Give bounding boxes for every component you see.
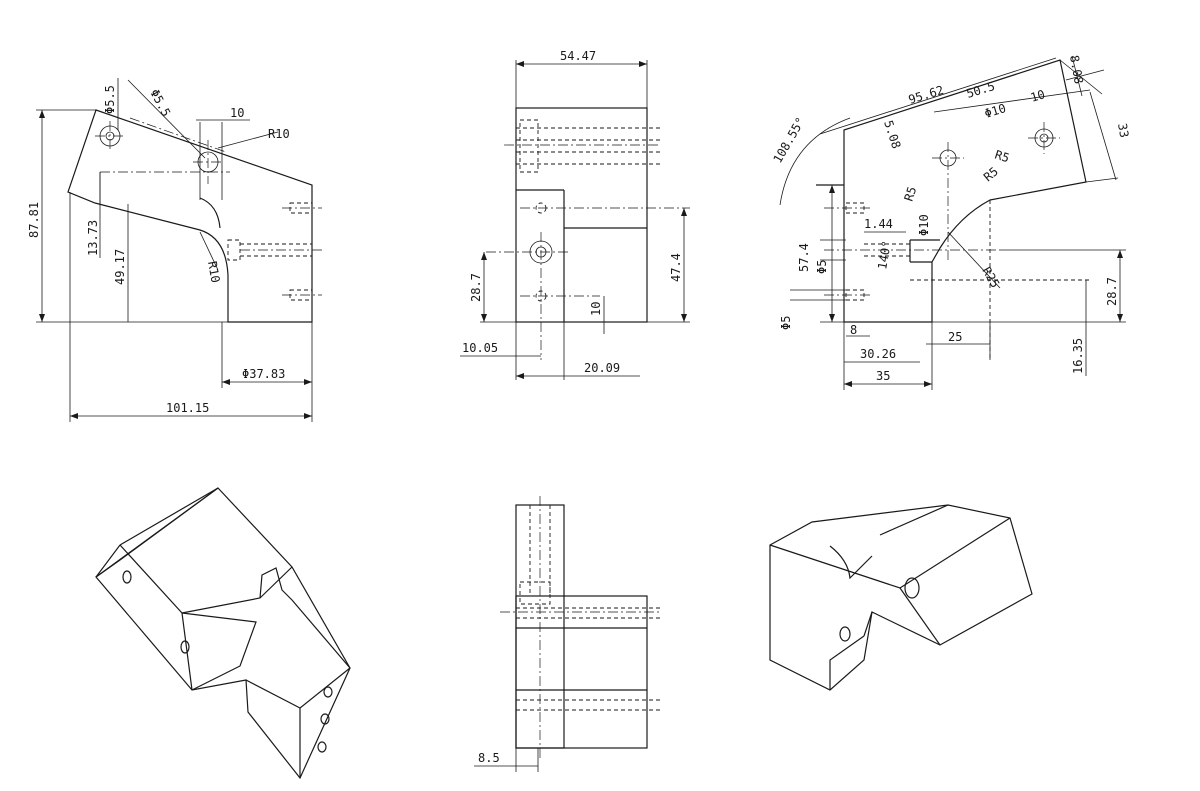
aux-dim-8-08: 8.08 xyxy=(1067,54,1086,85)
aux-dim-140deg: 140° xyxy=(875,240,894,271)
aux-dim-10: 10 xyxy=(1029,87,1047,105)
front-dim-101-15: 101.15 xyxy=(166,401,209,415)
aux-dim-r5-a: R5 xyxy=(993,148,1011,166)
front-dim-87-81: 87.81 xyxy=(27,202,41,238)
aux-dim-28-7: 28.7 xyxy=(1105,277,1119,306)
front-dim-10: 10 xyxy=(230,106,244,120)
aux-dim-phi10-top: Φ10 xyxy=(983,101,1008,121)
aux-dim-phi5-b: Φ5 xyxy=(779,316,793,330)
side-dim-28-7: 28.7 xyxy=(469,273,483,302)
side-view: 54.47 47.4 28.7 10 10.05 20.09 xyxy=(460,49,690,380)
aux-dim-1-44: 1.44 xyxy=(864,217,893,231)
aux-dim-r5-b: R5 xyxy=(981,164,1001,184)
aux-dim-108-55: 108.55° xyxy=(770,115,807,166)
bottom-dim-8-5: 8.5 xyxy=(478,751,500,765)
aux-dim-16-35: 16.35 xyxy=(1071,338,1085,374)
isometric-view-right xyxy=(769,504,1033,691)
isometric-view-left xyxy=(95,487,351,780)
front-dim-r10-top: R10 xyxy=(268,127,290,141)
aux-dim-8: 8 xyxy=(850,323,857,337)
aux-dim-phi10-mid: Φ10 xyxy=(917,214,931,236)
aux-dim-30-26: 30.26 xyxy=(860,347,896,361)
aux-dim-5-08: 5.08 xyxy=(881,119,903,151)
side-dim-10-05: 10.05 xyxy=(462,341,498,355)
side-dim-54-47: 54.47 xyxy=(560,49,596,63)
front-dim-phi5-5-b: Φ5.5 xyxy=(147,87,173,119)
front-view: Φ5.5 Φ5.5 10 R10 87.81 13.73 49.17 R10 Φ… xyxy=(27,78,322,422)
auxiliary-view: 95.62 50.5 8.08 10 Φ10 33 108.55° 5.08 R… xyxy=(770,54,1131,390)
side-dim-20-09: 20.09 xyxy=(584,361,620,375)
bottom-view: 8.5 xyxy=(474,496,660,772)
aux-dim-50-5: 50.5 xyxy=(965,79,997,101)
aux-dim-33: 33 xyxy=(1115,122,1131,139)
side-dim-10: 10 xyxy=(589,302,603,316)
front-dim-phi5-5-a: Φ5.5 xyxy=(103,85,117,114)
aux-dim-35: 35 xyxy=(876,369,890,383)
aux-dim-r5-c: R5 xyxy=(902,185,920,203)
side-dim-47-4: 47.4 xyxy=(669,253,683,282)
aux-dim-phi5-a: Φ5 xyxy=(815,260,829,274)
aux-dim-25: 25 xyxy=(948,330,962,344)
front-dim-r10-bottom: R10 xyxy=(205,260,223,284)
aux-dim-57-4: 57.4 xyxy=(797,243,811,272)
front-dim-49-17: 49.17 xyxy=(113,249,127,285)
front-dim-phi37-83: Φ37.83 xyxy=(242,367,285,381)
front-dim-13-73: 13.73 xyxy=(86,220,100,256)
